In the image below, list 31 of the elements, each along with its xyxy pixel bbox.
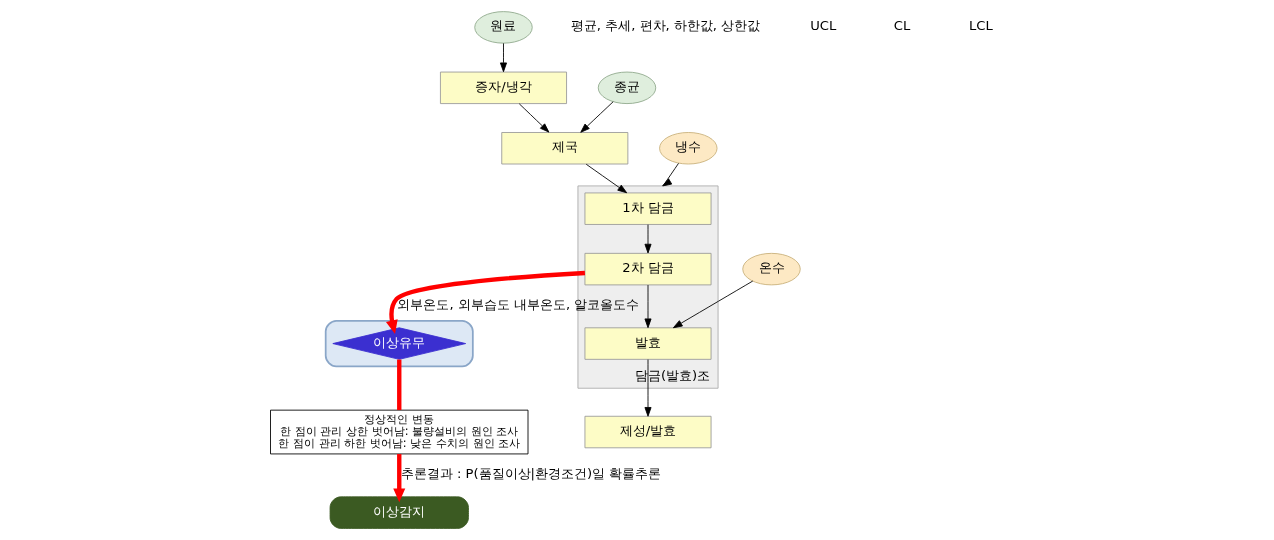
edge-label: 외부온도, 외부습도 내부온도, 알코올도수 <box>396 297 639 313</box>
node-box: 1차 담금 <box>584 192 711 225</box>
node-box: 증자/냉각 <box>439 71 567 104</box>
arrow <box>644 359 652 417</box>
arrow <box>644 224 652 254</box>
node-ellipse: 온수 <box>741 252 801 286</box>
node-box: 2차 담금 <box>584 252 711 286</box>
arrow <box>672 280 753 329</box>
edge-label: 추론결과 : P(품질이상|환경조건)일 확률추론 <box>400 466 661 482</box>
label: CL <box>893 18 910 34</box>
node-box: 발효 <box>584 327 711 360</box>
label: LCL <box>968 18 993 34</box>
arrow <box>585 163 627 194</box>
node-diamond: 이상유무 <box>331 327 466 360</box>
node-ellipse: 냉수 <box>658 132 717 165</box>
arrow <box>518 103 549 133</box>
node-ellipse: 원료 <box>473 11 533 44</box>
arrow <box>499 42 507 73</box>
node-ellipse: 종균 <box>597 71 656 104</box>
node-box: 제국 <box>500 132 628 165</box>
connector <box>396 359 401 411</box>
arrow <box>385 270 585 335</box>
label: 평균, 추세, 편차, 하한값, 상한값 <box>570 18 760 34</box>
arrow <box>644 284 652 329</box>
arrow <box>392 454 405 503</box>
node-box: 제성/발효 <box>584 415 711 449</box>
arrow <box>579 101 614 133</box>
node-box: 이상감지 <box>329 496 469 529</box>
node-box: 정상적인 변동 한 점이 관리 상한 벗어남: 불량설비의 원인 조사 한 점이 관리 하한 벗어남: 낮은 수치의 원인 조사 <box>269 409 528 455</box>
arrow <box>661 162 679 187</box>
label: UCL <box>809 18 836 34</box>
